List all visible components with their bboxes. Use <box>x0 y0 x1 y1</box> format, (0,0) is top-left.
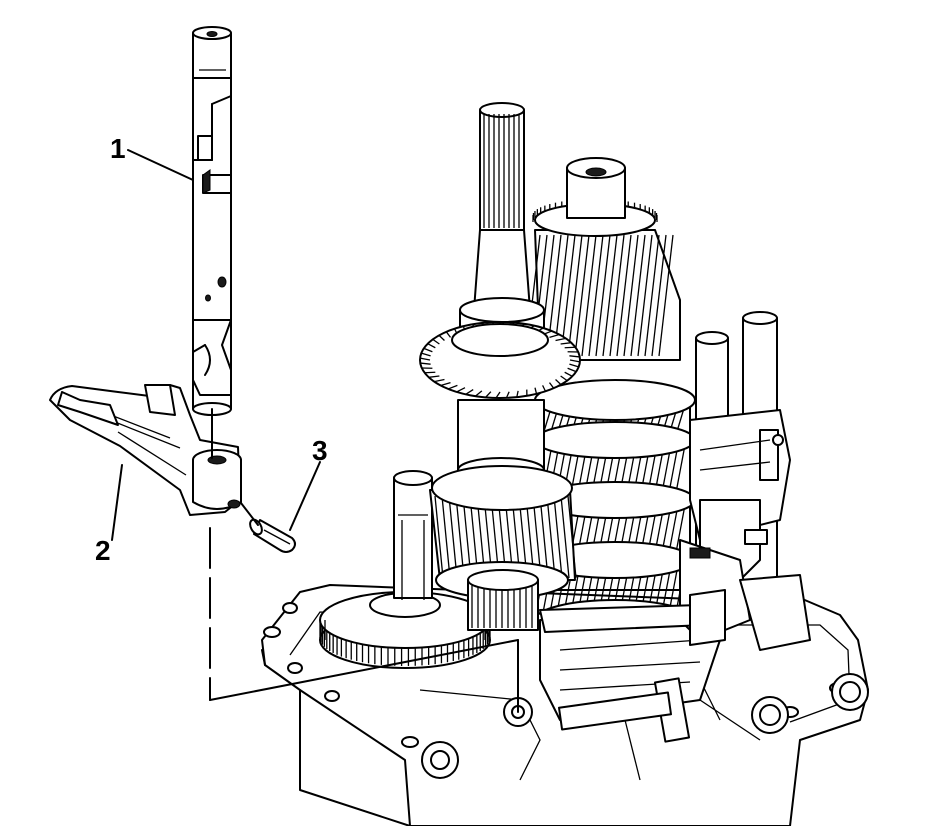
counter-shaft-left <box>393 470 433 600</box>
gear-tooth-line <box>567 367 577 373</box>
gear-tooth-line <box>434 495 444 579</box>
gear-tooth-line <box>651 234 667 357</box>
gear-tooth-line <box>560 342 572 345</box>
gear-tooth-line <box>424 371 436 374</box>
gear-tooth-line <box>448 495 458 579</box>
gear-tooth-line <box>564 371 573 377</box>
input-gear <box>419 321 581 399</box>
gear-tooth-line <box>555 379 562 386</box>
gear-tooth-line <box>616 234 632 357</box>
gear-tooth-line <box>419 357 431 361</box>
pinion-gear <box>467 569 539 631</box>
gear-tooth-line <box>427 343 436 349</box>
gear-tooth-line <box>564 346 576 349</box>
callout-3-label: 3 <box>312 435 328 466</box>
gear-tooth-line <box>534 387 538 394</box>
roll-pin <box>249 518 296 553</box>
gear-tooth-line <box>567 495 577 579</box>
gear-tooth-line <box>432 338 440 345</box>
alignment-lines <box>209 408 519 713</box>
gear-tooth-line <box>434 378 445 383</box>
lower-gear <box>319 591 491 669</box>
gear-tooth-line <box>637 234 653 357</box>
gear-tooth-line <box>505 391 510 399</box>
mid-helical-gear <box>429 465 577 599</box>
gear-tooth-line <box>445 331 452 338</box>
gear-tooth-line <box>644 234 660 357</box>
gear-tooth-line <box>455 495 465 579</box>
callout-1-label: 1 <box>110 133 126 164</box>
lower-right-components <box>503 609 721 743</box>
gear-tooth-line <box>438 334 445 341</box>
gear-tooth-line <box>456 387 466 393</box>
gear-tooth-line <box>495 391 501 399</box>
gear-tooth-line <box>658 234 674 357</box>
gear-tooth-line <box>595 234 611 357</box>
shift-rail <box>192 26 232 416</box>
gear-tooth-line <box>441 495 451 579</box>
gear-tooth-line <box>440 382 451 387</box>
gear-tooth-line <box>555 337 566 342</box>
gear-tooth-line <box>609 234 625 357</box>
gear-tooth-line <box>569 355 580 358</box>
gear-tooth-line <box>421 352 431 357</box>
gear-tooth-line <box>548 382 555 389</box>
gear-tooth-line <box>588 234 604 357</box>
callout-leaders <box>111 149 321 541</box>
gear-tooth-line <box>549 333 560 338</box>
input-shaft <box>459 102 545 361</box>
gear-tooth-line <box>569 359 581 363</box>
gear-tooth-line <box>428 375 440 378</box>
gear-tooth-line <box>560 495 570 579</box>
gear-tooth-line <box>623 234 639 357</box>
installed-fork <box>539 589 726 646</box>
gear-tooth-line <box>516 390 519 398</box>
callout-2-label: 2 <box>95 535 111 566</box>
gear-tooth-line <box>569 363 579 368</box>
gear-tooth-line <box>581 234 597 357</box>
gear-tooth-line <box>542 385 547 392</box>
gear-tooth-line <box>567 234 583 357</box>
gear-tooth-line <box>423 347 433 353</box>
gear-tooth-line <box>485 391 492 398</box>
gear-tooth-line <box>602 234 618 357</box>
shift-fork <box>49 384 242 516</box>
gear-tooth-line <box>553 495 563 579</box>
gear-tooth-line <box>447 384 458 390</box>
gear-tooth-line <box>630 234 646 357</box>
gear-tooth-line <box>475 390 483 397</box>
gear-tooth-line <box>465 389 474 395</box>
gear-tooth-line <box>546 495 556 579</box>
gear-tooth-line <box>560 375 568 382</box>
gear-tooth-line <box>539 495 549 579</box>
gear-tooth-line <box>420 362 431 365</box>
gear-tooth-line <box>574 234 590 357</box>
case-bosses <box>421 673 869 779</box>
